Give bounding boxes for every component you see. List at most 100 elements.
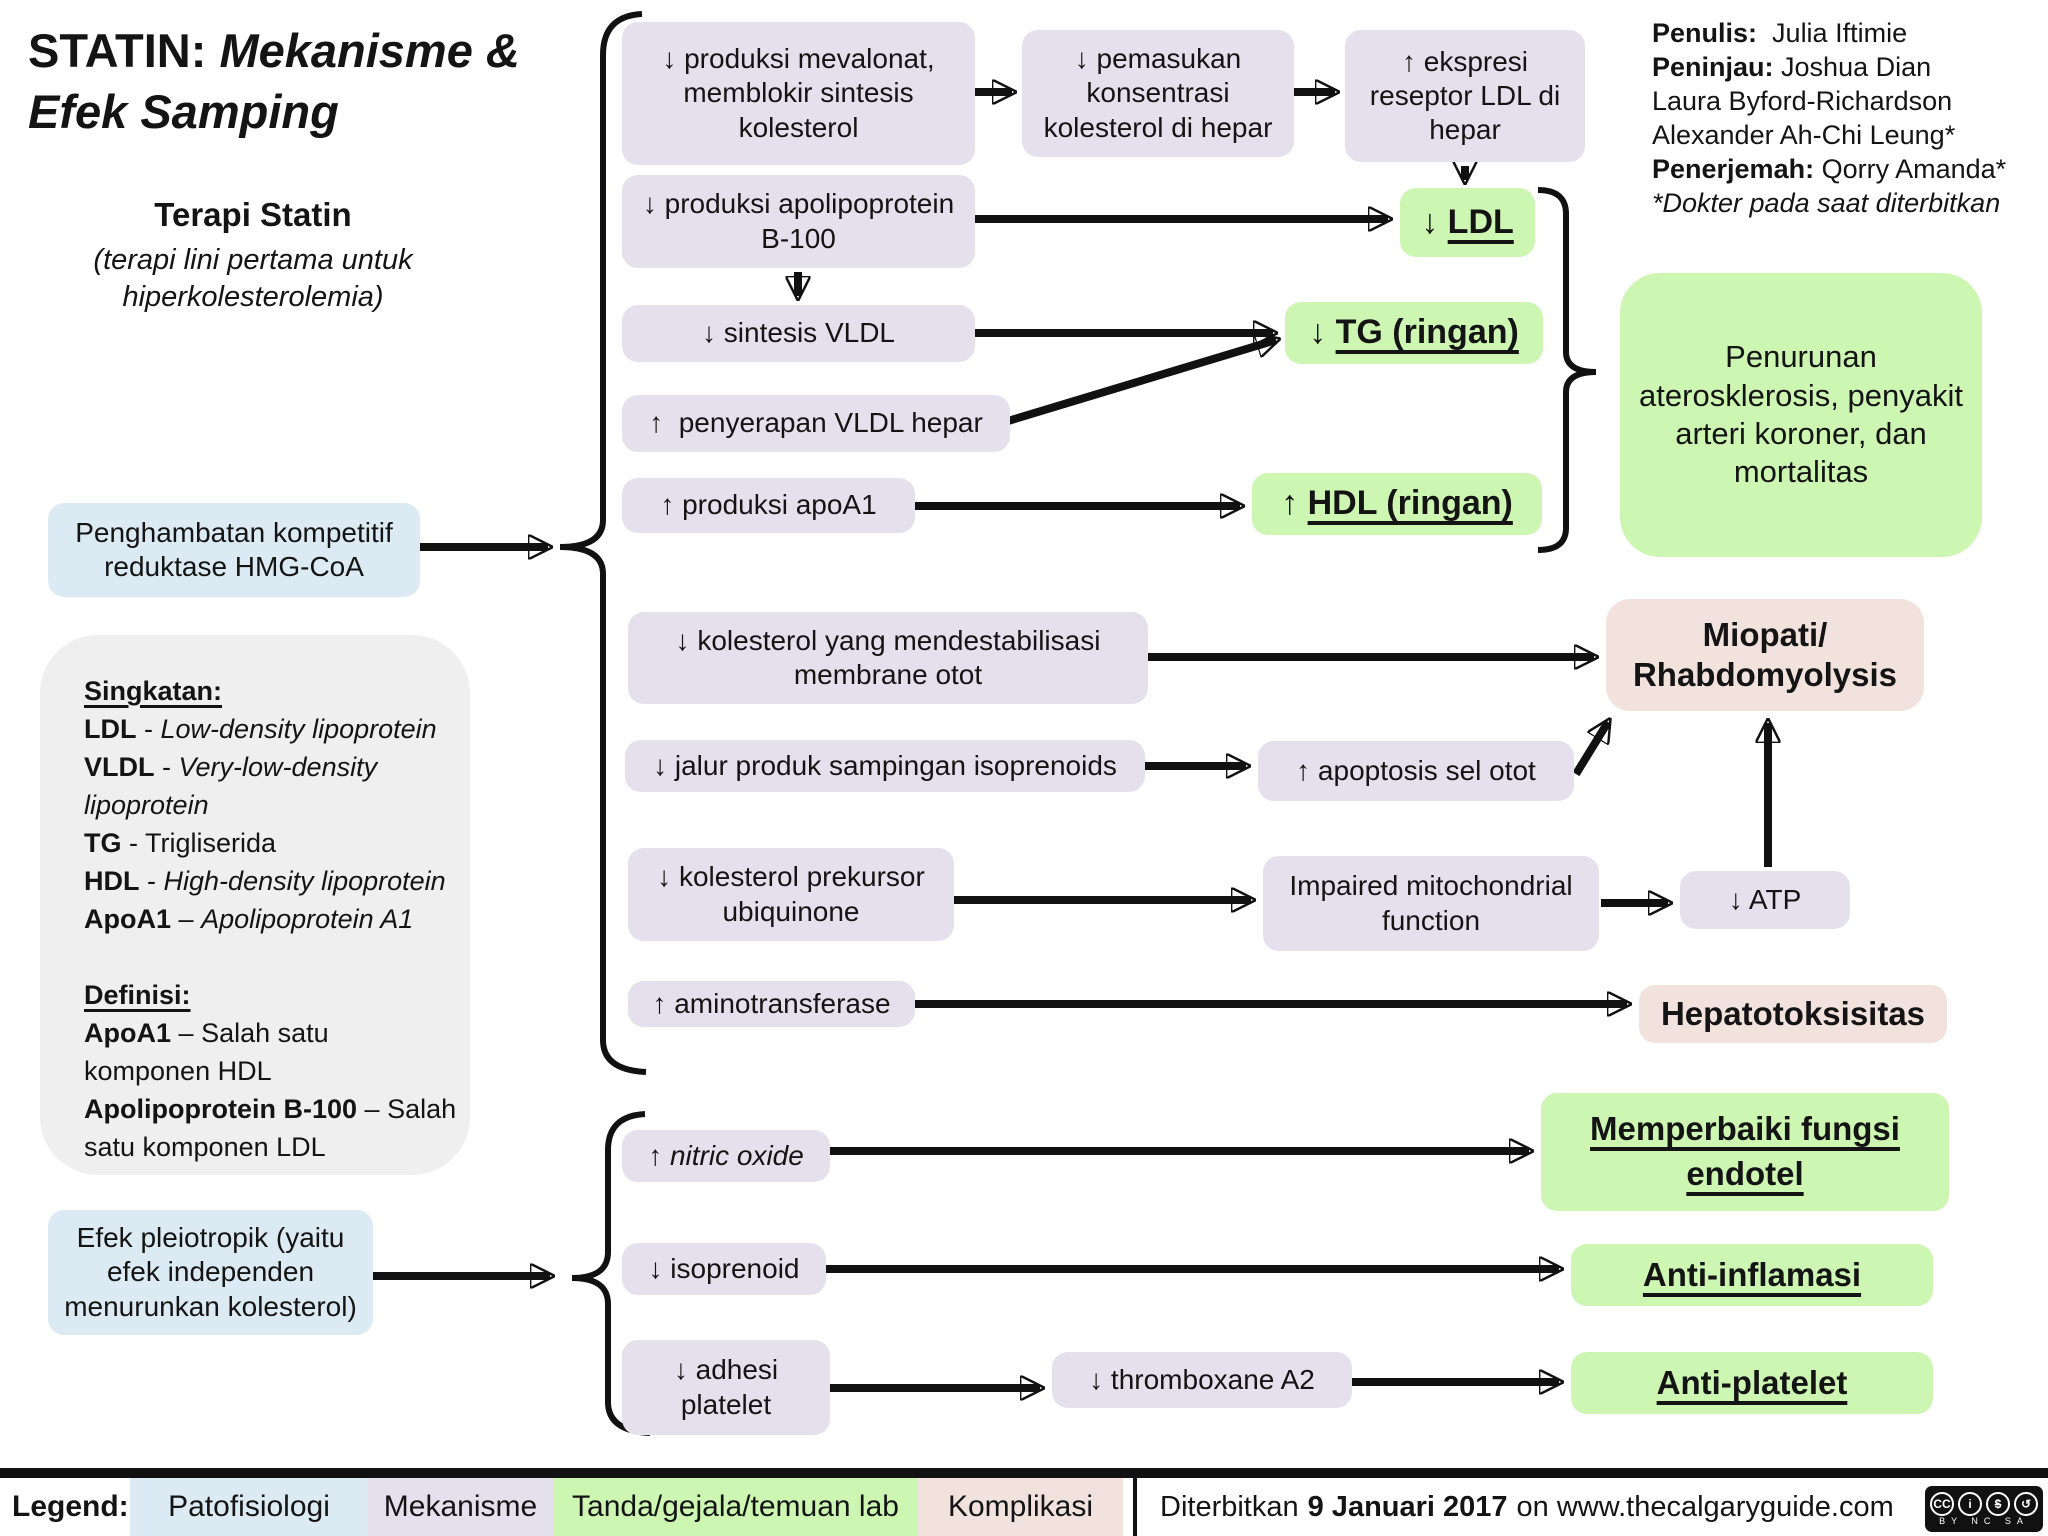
box-label: Penghambatan kompetitif reduktase HMG-Co… [75, 516, 393, 582]
box-thromboxane-a2: ↓ thromboxane A2 [1052, 1352, 1352, 1408]
bracket-lipid-outcomes [1537, 187, 1597, 553]
box-prekursor-ubiquinone: ↓ kolesterol prekursor ubiquinone [628, 848, 954, 941]
box-tg-ringan: ↓ TG (ringan) [1285, 302, 1543, 364]
box-label: ↓ produksi apolipoprotein B-100 [642, 188, 955, 254]
box-sintesis-vldl: ↓ sintesis VLDL [622, 305, 975, 362]
box-penyerapan-vldl: ↑ penyerapan VLDL hepar [622, 395, 1010, 452]
publication-date: 9 Januari 2017 [1307, 1490, 1508, 1523]
box-miopati-rhabdomyolysis: Miopati/Rhabdomyolysis [1606, 599, 1924, 711]
box-ekspresi-reseptor-ldl: ↑ ekspresi reseptor LDL di hepar [1345, 30, 1585, 162]
credits-translator: Penerjemah: Qorry Amanda* [1652, 154, 2007, 184]
therapy-heading-block: Terapi Statin (terapi lini pertama untuk… [28, 196, 478, 316]
box-label: ↓ LDL [1421, 202, 1514, 241]
box-jalur-isoprenoids: ↓ jalur produk sampingan isoprenoids [625, 740, 1145, 792]
cc-license-badge: CC i $ ↺ BY NC SA [1925, 1486, 2043, 1532]
cc-sa-icon: ↺ [2014, 1492, 2038, 1516]
abbr-item: VLDL - Very-low-density lipoprotein [84, 752, 378, 820]
box-label: Anti-inflamasi [1642, 1255, 1862, 1293]
abbr-item: LDL - Low-density lipoprotein [84, 714, 437, 744]
box-label: ↓ isoprenoid [648, 1252, 800, 1284]
box-produksi-apob100: ↓ produksi apolipoprotein B-100 [622, 175, 975, 268]
credits-note: *Dokter pada saat diterbitkan [1652, 188, 2001, 218]
box-label: Anti-platelet [1656, 1363, 1848, 1401]
credits-block: Penulis: Julia Iftimie Peninjau: Joshua … [1652, 16, 2006, 220]
box-label: ↑ nitric oxide [648, 1139, 804, 1171]
box-penurunan-aterosklerosis: Penurunan aterosklerosis, penyakit arter… [1620, 273, 1982, 557]
box-produksi-mevalonat: ↓ produksi mevalonat, memblokir sintesis… [622, 22, 975, 165]
box-label: ↓ thromboxane A2 [1089, 1363, 1315, 1395]
therapy-heading: Terapi Statin [154, 196, 352, 233]
box-label: ↓ ATP [1728, 883, 1802, 915]
box-label: ↑ apoptosis sel otot [1296, 754, 1536, 786]
footer-divider-line [0, 1468, 2048, 1478]
credits-reviewer3: Alexander Ah-Chi Leung* [1652, 120, 1956, 150]
box-label: ↑ ekspresi reseptor LDL di hepar [1369, 45, 1561, 146]
box-ldl: ↓ LDL [1400, 188, 1535, 257]
box-hepatotoksisitas: Hepatotoksisitas [1639, 985, 1947, 1043]
box-kolesterol-mendestabilisasi: ↓ kolesterol yang mendestabilisasi membr… [628, 612, 1148, 704]
box-label: Penurunan aterosklerosis, penyakit arter… [1639, 339, 1963, 490]
legend-swatch-patofisiologi: Patofisiologi [130, 1478, 368, 1536]
box-label: Hepatotoksisitas [1660, 994, 1926, 1032]
box-atp: ↓ ATP [1680, 871, 1850, 929]
box-label: ↓ adhesi platelet [673, 1354, 779, 1420]
credits-reviewer: Peninjau: Joshua Dian [1652, 52, 1932, 82]
box-label: ↑ aminotransferase [652, 987, 891, 1019]
cc-license-labels: BY NC SA [1939, 1516, 2029, 1526]
box-nitric-oxide: ↑ nitric oxide [622, 1130, 830, 1182]
cc-icon: CC [1930, 1492, 1954, 1516]
box-apoptosis-sel-otot: ↑ apoptosis sel otot [1258, 741, 1574, 801]
box-label: ↓ kolesterol yang mendestabilisasi membr… [675, 624, 1101, 690]
box-impaired-mitochondrial: Impaired mitochondrial function [1263, 856, 1599, 951]
legend-swatch-tanda-gejala: Tanda/gejala/temuan lab [553, 1478, 918, 1536]
box-aminotransferase: ↑ aminotransferase [628, 981, 915, 1027]
box-label: ↓ pemasukan konsentrasi kolesterol di he… [1043, 43, 1273, 143]
box-pemasukan-kolesterol: ↓ pemasukan konsentrasi kolesterol di he… [1022, 30, 1294, 157]
cc-icon-row: CC i $ ↺ [1930, 1492, 2038, 1516]
therapy-subheading-line2: hiperkolesterolemia) [122, 281, 384, 314]
box-anti-inflamasi: Anti-inflamasi [1571, 1244, 1933, 1306]
credits-author: Penulis: Julia Iftimie [1652, 18, 1908, 48]
box-label: Impaired mitochondrial function [1289, 870, 1573, 936]
abbreviation-panel [40, 635, 470, 1175]
publication-prefix: Diterbitkan [1160, 1490, 1299, 1523]
definitions-heading: Definisi: [84, 980, 191, 1010]
legend-label: Legend: [12, 1490, 129, 1523]
arrow-apoptosis-miopati [1572, 722, 1608, 777]
box-anti-platelet: Anti-platelet [1571, 1352, 1933, 1414]
legend-swatch-komplikasi: Komplikasi [918, 1478, 1123, 1536]
abbr-item: HDL - High-density lipoprotein [84, 866, 446, 896]
abbreviation-panel-text: Singkatan: LDL - Low-density lipoprotein… [84, 672, 460, 1166]
box-label: ↓ jalur produk sampingan isoprenoids [653, 749, 1117, 781]
box-adhesi-platelet: ↓ adhesi platelet [622, 1340, 830, 1435]
box-penghambatan-hmg-coa: Penghambatan kompetitif reduktase HMG-Co… [48, 503, 420, 597]
box-label: Miopati/Rhabdomyolysis [1632, 615, 1898, 693]
abbr-item: TG - Trigliserida [84, 828, 277, 858]
abbreviations-heading: Singkatan: [84, 676, 223, 706]
box-isoprenoid: ↓ isoprenoid [622, 1243, 826, 1295]
box-hdl-ringan: ↑ HDL (ringan) [1252, 473, 1542, 535]
box-memperbaiki-endotel: Memperbaiki fungsi endotel [1541, 1093, 1949, 1211]
definition-item: Apolipoprotein B-100 – Salah satu kompon… [84, 1094, 457, 1162]
definition-item: ApoA1 – Salah satu komponen HDL [84, 1018, 329, 1086]
box-label: ↓ sintesis VLDL [702, 317, 895, 349]
page-title: STATIN: Mekanisme & Efek Samping [28, 24, 520, 139]
publication-url: on www.thecalgaryguide.com [1516, 1490, 1894, 1523]
legend-vertical-divider [1133, 1478, 1137, 1536]
box-label: Efek pleiotropik (yaitu efek independen … [64, 1222, 357, 1322]
box-label: ↑ HDL (ringan) [1281, 484, 1513, 523]
credits-reviewer2: Laura Byford-Richardson [1652, 86, 1953, 116]
therapy-subheading-line1: (terapi lini pertama untuk [93, 244, 413, 276]
cc-nc-icon: $ [1986, 1492, 2010, 1516]
box-label: ↓ TG (ringan) [1309, 313, 1519, 352]
definitions-block: Definisi: ApoA1 – Salah satu komponen HD… [84, 976, 460, 1166]
brace-mechanisms [559, 11, 647, 1075]
therapy-subheading: (terapi lini pertama untuk hiperkolester… [28, 242, 478, 316]
brace-pleiotropic [571, 1111, 651, 1436]
box-efek-pleiotropik: Efek pleiotropik (yaitu efek independen … [48, 1210, 373, 1335]
box-label: ↓ kolesterol prekursor ubiquinone [657, 861, 925, 927]
legend-swatch-mekanisme: Mekanisme [368, 1478, 553, 1536]
box-label: ↓ produksi mevalonat, memblokir sintesis… [662, 43, 935, 143]
